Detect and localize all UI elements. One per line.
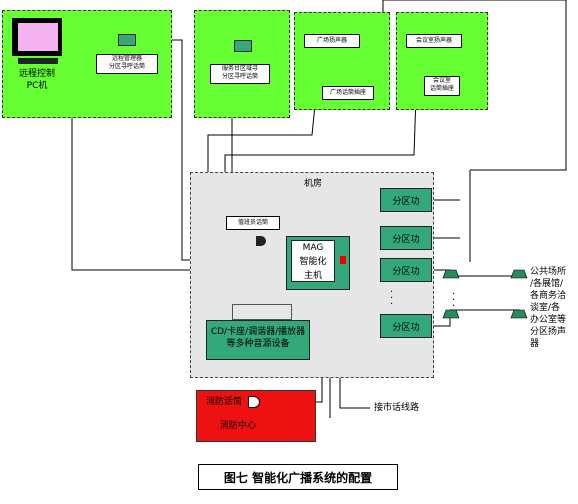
amplifier-ellipsis: ···: [390, 287, 394, 310]
pc-monitor-icon: [12, 18, 62, 56]
paging-mic-icon: [256, 236, 266, 246]
remote-paging-mic-icon: [118, 34, 136, 46]
zone-speakers-note: 公共场所 /各展馆/ 各商务洽 谈室/各 办公室等 分区扬声 器: [530, 267, 567, 349]
pc-base-icon: [18, 58, 58, 64]
mag-host-label: MAG 智能化 主机: [291, 240, 335, 282]
zone-paging-mic-icon: [234, 40, 252, 52]
phone-line-label: 接市话线路: [374, 403, 420, 413]
fire-mic-label: 消防话筒: [206, 397, 243, 407]
meeting-speaker-label: 会议室扬声器: [406, 34, 462, 48]
zone-amplifier-2: 分区功: [380, 226, 432, 250]
host-indicator-icon: [340, 256, 346, 264]
fire-mic-icon: [248, 396, 260, 408]
zone-amplifier-1: 分区功: [380, 188, 432, 212]
diagram-caption: 图七 智能化广播系统的配置: [198, 464, 398, 490]
plaza-panel-label: 广场话筒插座: [322, 86, 374, 100]
zone-amplifier-3: 分区功: [380, 258, 432, 282]
fire-center-label: 消防中心: [220, 421, 257, 431]
remote-paging-label: 远程管理器 分区寻呼话筒: [96, 54, 158, 74]
source-devices: [206, 320, 310, 360]
speaker-ellipsis: ···: [452, 289, 456, 312]
source-devices-label: CD/卡座/调谐器/播放器 等多种音源设备: [210, 327, 306, 349]
meeting-panel-label: 会议室 话筒插座: [424, 76, 460, 96]
machine-room-title: 机房: [304, 179, 323, 189]
source-device-tray: [232, 304, 292, 320]
paging-mic-label: 值班员话筒: [226, 216, 280, 230]
pc-label: 远程控制 PC机: [18, 69, 55, 91]
zone-paging-label: 服务台区域寻 分区寻呼话筒: [210, 64, 270, 84]
zone-amplifier-n: 分区功: [380, 314, 432, 338]
plaza-speaker-label: 广场扬声器: [304, 34, 360, 48]
